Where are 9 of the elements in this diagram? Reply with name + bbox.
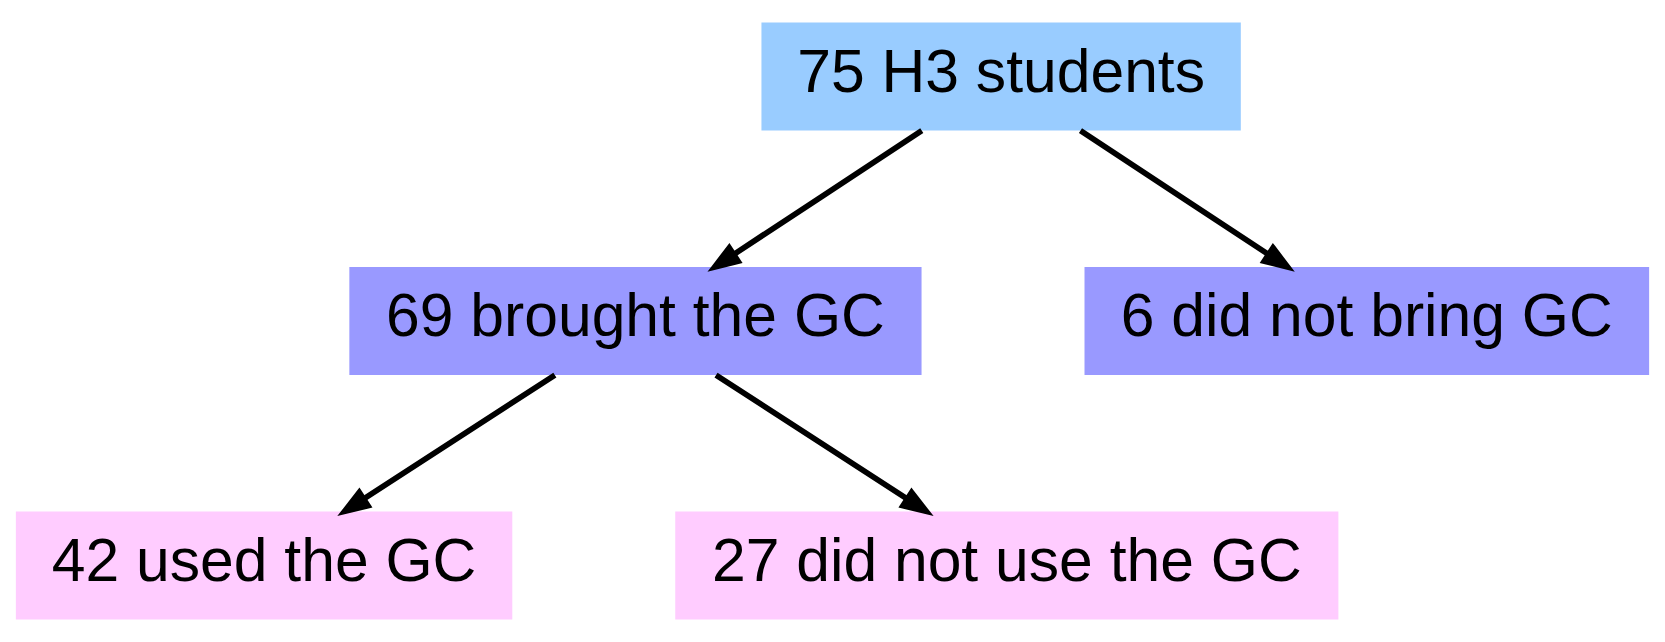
arrow	[337, 372, 557, 517]
arrow	[707, 128, 924, 272]
node-box: 42 used the GC	[15, 511, 513, 620]
node-box: 69 brought the GC	[349, 267, 922, 375]
arrow	[1078, 128, 1295, 272]
arrow	[714, 372, 934, 517]
node-box: 27 did not use the GC	[675, 511, 1339, 620]
node-box: 6 did not bring GC	[1084, 267, 1650, 375]
node-box: 75 H3 students	[761, 22, 1241, 131]
